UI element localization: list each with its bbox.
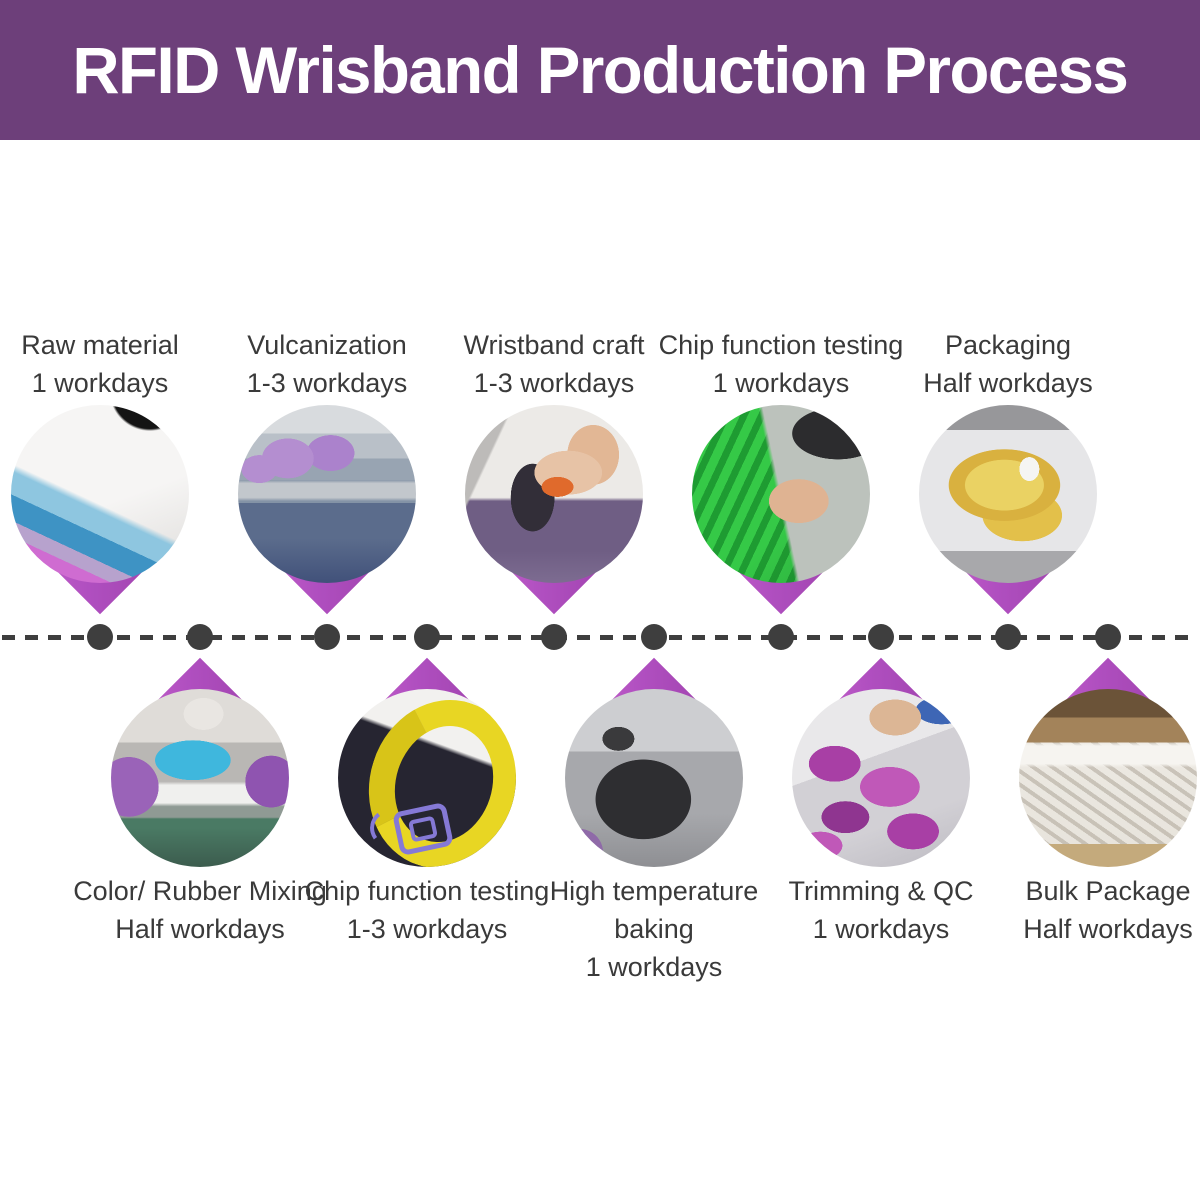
step-raw-material: Raw material 1 workdays: [0, 326, 240, 666]
chip-testing-green-photo: [692, 405, 870, 583]
step-labels: Chip function testing 1 workdays: [641, 326, 921, 402]
timeline-dot: [995, 624, 1021, 650]
step-color-rubber-mixing: Color/ Rubber Mixing Half workdays: [60, 655, 340, 995]
timeline-dot: [768, 624, 794, 650]
rubber-mixing-photo: [111, 689, 289, 867]
step-chip-testing-bottom: Chip function testing 1-3 workdays: [287, 655, 567, 995]
step-name: Wristband craft: [463, 330, 645, 360]
step-high-temperature-baking: High temperature baking 1 workdays: [514, 655, 794, 995]
wristband-craft-photo: [465, 405, 643, 583]
trimming-qc-photo: [792, 689, 970, 867]
step-duration: 1-3 workdays: [346, 914, 508, 944]
step-labels: Wristband craft 1-3 workdays: [414, 326, 694, 402]
timeline-dot: [87, 624, 113, 650]
timeline-dot: [414, 624, 440, 650]
step-labels: Chip function testing 1-3 workdays: [287, 872, 567, 948]
baking-photo: [565, 689, 743, 867]
step-chip-testing-top: Chip function testing 1 workdays: [641, 326, 921, 666]
step-duration: 1 workdays: [812, 914, 950, 944]
vulcanization-photo: [238, 405, 416, 583]
step-bulk-package: Bulk Package Half workdays: [968, 655, 1200, 995]
step-labels: Packaging Half workdays: [868, 326, 1148, 402]
page-title: RFID Wrisband Production Process: [72, 33, 1129, 107]
step-wristband-craft: Wristband craft 1-3 workdays: [414, 326, 694, 666]
header-banner: RFID Wrisband Production Process: [0, 0, 1200, 140]
step-vulcanization: Vulcanization 1-3 workdays: [187, 326, 467, 666]
step-name: Chip function testing: [658, 330, 904, 360]
step-labels: Raw material 1 workdays: [0, 326, 240, 402]
step-packaging: Packaging Half workdays: [868, 326, 1148, 666]
step-labels: Color/ Rubber Mixing Half workdays: [60, 872, 340, 948]
step-labels: Trimming & QC 1 workdays: [741, 872, 1021, 948]
step-labels: Bulk Package Half workdays: [968, 872, 1200, 948]
step-name: Raw material: [21, 330, 179, 360]
step-labels: Vulcanization 1-3 workdays: [187, 326, 467, 402]
packaging-photo: [919, 405, 1097, 583]
timeline-dashed-line: [2, 635, 1198, 640]
step-name: High temperature baking: [549, 876, 759, 944]
step-trimming-qc: Trimming & QC 1 workdays: [741, 655, 1021, 995]
step-duration: 1 workdays: [31, 368, 169, 398]
timeline-dot: [641, 624, 667, 650]
timeline-dot: [1095, 624, 1121, 650]
timeline-dot: [187, 624, 213, 650]
step-name: Color/ Rubber Mixing: [73, 876, 327, 906]
raw-material-photo: [11, 405, 189, 583]
timeline-dot: [868, 624, 894, 650]
step-name: Packaging: [944, 330, 1072, 360]
step-duration: Half workdays: [923, 368, 1093, 398]
step-duration: 1-3 workdays: [246, 368, 408, 398]
step-duration: 1 workdays: [585, 952, 723, 982]
timeline-dot: [314, 624, 340, 650]
bulk-package-photo: [1019, 689, 1197, 867]
step-name: Trimming & QC: [788, 876, 974, 906]
timeline-dot: [541, 624, 567, 650]
step-labels: High temperature baking 1 workdays: [514, 872, 794, 986]
chip-testing-nfc-photo: [338, 689, 516, 867]
step-duration: Half workdays: [115, 914, 285, 944]
step-name: Bulk Package: [1025, 876, 1191, 906]
step-duration: 1-3 workdays: [473, 368, 635, 398]
step-duration: Half workdays: [1023, 914, 1193, 944]
step-name: Vulcanization: [247, 330, 407, 360]
step-duration: 1 workdays: [712, 368, 850, 398]
step-name: Chip function testing: [304, 876, 550, 906]
